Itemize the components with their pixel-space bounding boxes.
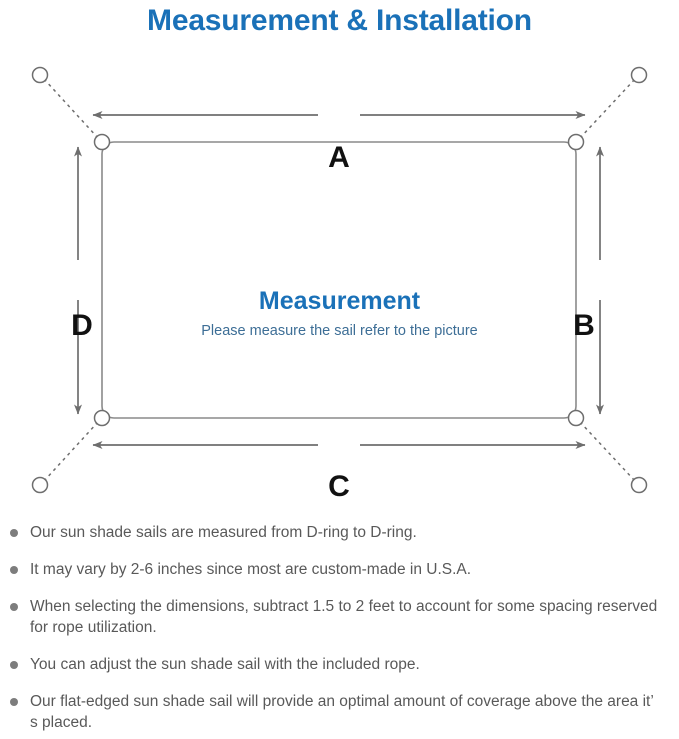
- dimension-label-b: B: [573, 309, 595, 342]
- note-text: It may vary by 2-6 inches since most are…: [30, 561, 472, 578]
- rope-bottom-right: [579, 421, 636, 482]
- note-text: When selecting the dimensions, subtract …: [30, 598, 658, 636]
- list-item: It may vary by 2-6 inches since most are…: [10, 559, 665, 580]
- anchor-point-bottom-right: [630, 476, 648, 494]
- d-ring-top-right: [567, 133, 585, 151]
- dimension-label-c: C: [328, 470, 350, 503]
- rope-top-right: [579, 78, 636, 139]
- bullet-icon: [10, 603, 18, 611]
- list-item: Our flat-edged sun shade sail will provi…: [10, 691, 665, 733]
- bullet-icon: [10, 529, 18, 537]
- d-ring-top-left: [93, 133, 111, 151]
- list-item: You can adjust the sun shade sail with t…: [10, 654, 665, 675]
- bullet-icon: [10, 698, 18, 706]
- page-title: Measurement & Installation: [147, 4, 532, 37]
- diagram-svg: [31, 66, 648, 494]
- d-ring-bottom-right: [567, 409, 585, 427]
- dimension-label-a: A: [328, 141, 350, 174]
- note-text: You can adjust the sun shade sail with t…: [30, 656, 420, 673]
- d-ring-bottom-left: [93, 409, 111, 427]
- note-text: Our sun shade sails are measured from D-…: [30, 524, 417, 541]
- rope-bottom-left: [43, 421, 99, 482]
- dimension-label-d: D: [71, 309, 93, 342]
- bullet-icon: [10, 661, 18, 669]
- anchor-point-top-right: [630, 66, 648, 84]
- anchor-point-top-left: [31, 66, 49, 84]
- anchor-point-bottom-left: [31, 476, 49, 494]
- note-text: Our flat-edged sun shade sail will provi…: [30, 693, 654, 731]
- list-item: Our sun shade sails are measured from D-…: [10, 522, 665, 543]
- measurement-diagram: Measurement Please measure the sail refe…: [0, 48, 679, 518]
- rope-top-left: [43, 78, 99, 139]
- notes-list: Our sun shade sails are measured from D-…: [0, 522, 679, 733]
- list-item: When selecting the dimensions, subtract …: [10, 596, 665, 638]
- bullet-icon: [10, 566, 18, 574]
- sail-outline: [101, 141, 577, 419]
